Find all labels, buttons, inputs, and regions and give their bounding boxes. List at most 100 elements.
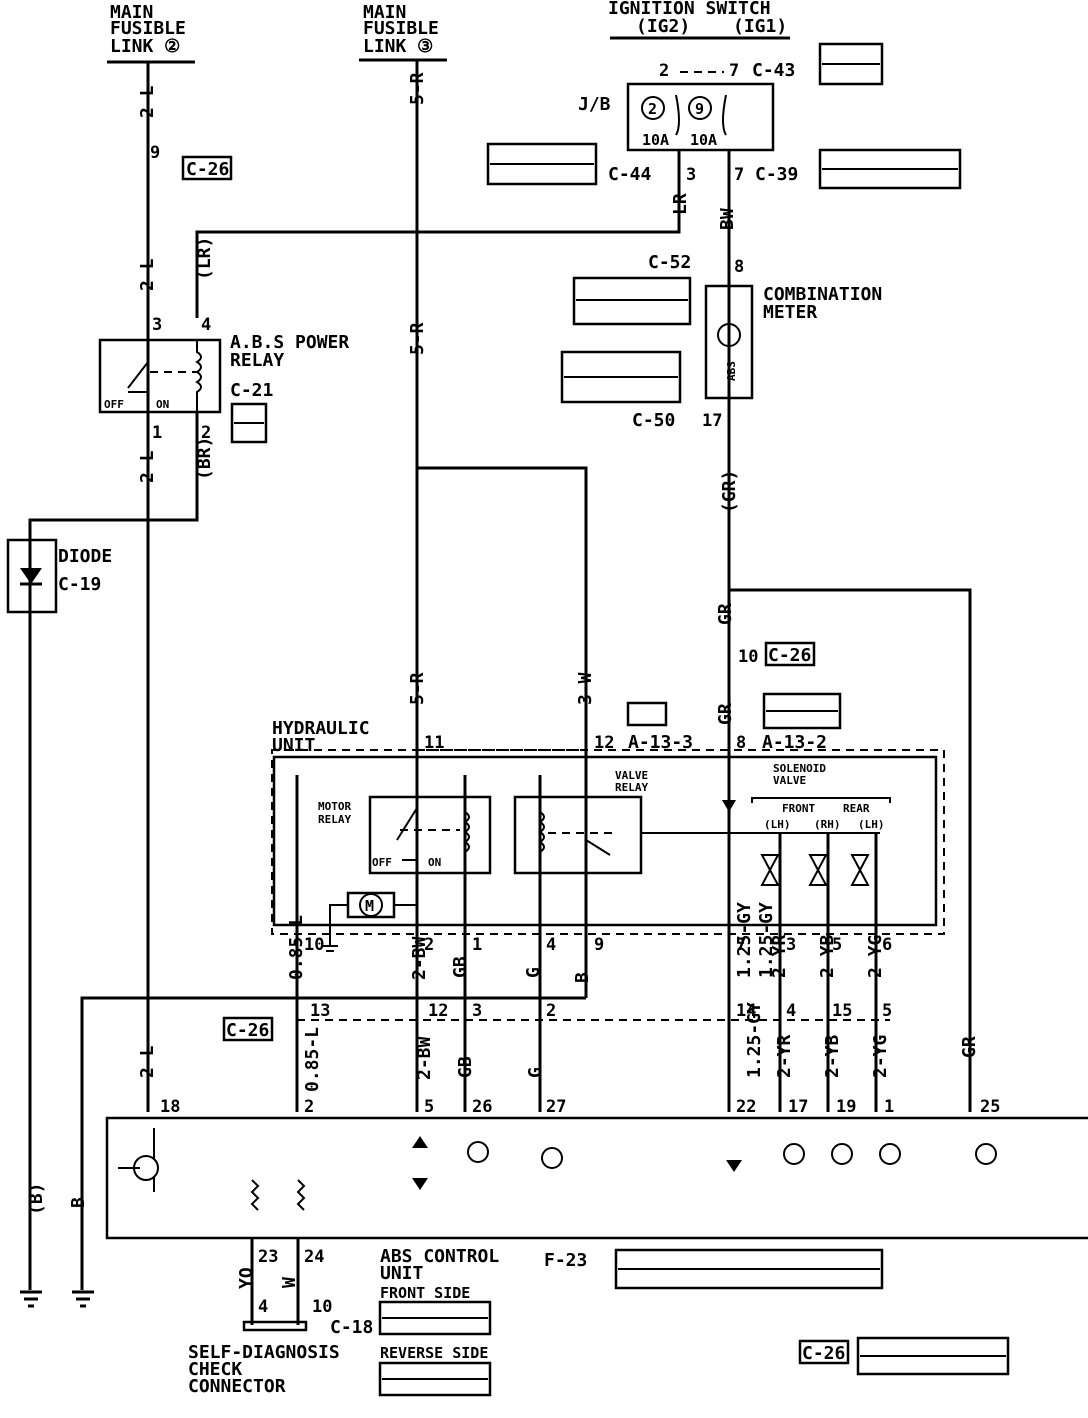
wire-BR [28,412,199,1290]
valve-front-rh [808,854,828,886]
wire-label-2BW-b: 2-BW [414,1036,435,1080]
ecu-pin-24: 24 [304,1247,324,1267]
motor-relay-on: ON [428,856,441,869]
wire-B [80,996,586,1290]
ground-left-1 [20,1290,42,1308]
pump-motor: M [329,891,417,945]
diag-pin-10: 10 [312,1297,332,1317]
valve-relay-box [513,795,643,875]
wire-label-2L-top: 2-L [137,85,158,118]
relay-pin-1: 1 [152,423,162,443]
rear-lh-label: (LH) [858,818,885,831]
ig2-label: (IG2) [636,16,690,37]
wire-label-125GY-b: 1.25-GY [756,902,777,978]
solenoid-line2: VALVE [773,774,806,787]
ecu-transistor [118,1128,159,1192]
reverse-side-label: REVERSE SIDE [380,1344,488,1362]
motor-relay-box [368,795,492,875]
conn-c52: C-52 [648,252,691,273]
wire-label-2YB-a: 2-YB [817,934,838,978]
ground-hydraulic [322,945,338,952]
mfl2-line1: MAIN [110,2,153,23]
solenoid-line1: SOLENOID [773,762,826,775]
ecu-pin-19: 19 [836,1097,856,1117]
meter-pin-17: 17 [702,411,722,431]
front-side-pinout [378,1300,492,1336]
svg-text:C-26: C-26 [802,1343,845,1364]
connector-c26-tag-mid: C-26 [764,641,816,667]
wire-label-2BW-a: 2-BW [409,936,430,980]
diag-pin-4: 4 [258,1297,268,1317]
wire-label-GB-b: GB [455,1056,476,1078]
wire-label-GR-paren: (GR) [719,470,740,513]
conn-a13-3: A-13-3 [628,732,693,753]
jb-pin-3: 3 [686,165,696,185]
mid-pin-4: 4 [786,1001,796,1021]
motor-relay-off: OFF [372,856,392,869]
ecu-pin-25: 25 [980,1097,1000,1117]
ecu-line2: UNIT [380,1263,424,1284]
connector-c26-pinout [856,1336,1010,1376]
connector-f23-pinout [614,1248,884,1290]
conn-c21: C-21 [230,380,273,401]
mfl2-line3: LINK ② [110,36,180,57]
diag-line3: CONNECTOR [188,1376,286,1397]
ecu-pin-2: 2 [304,1097,314,1117]
wire-label-BW: BW [717,208,738,230]
connector-c43-pinout [818,42,884,86]
wire-label-GR-right: GR [959,1036,980,1058]
mfl3-line3: LINK ③ [363,36,433,57]
ecu-pin-23: 23 [258,1247,278,1267]
mid-pin-13: 13 [310,1001,330,1021]
switch-pin-2: 2 [659,61,669,81]
motor-label: M [365,897,374,915]
conn-c18: C-18 [330,1317,373,1338]
wire-label-W: W [279,1277,300,1288]
valve-relay: VALVE RELAY [513,769,648,875]
meter-abs-label: ABS [725,361,738,381]
fuse-left-rating: 10A [642,131,669,149]
valve-relay-line1: VALVE [615,769,648,782]
wire-label-B: B [572,972,593,983]
mfl2-line2: FUSIBLE [110,18,186,39]
wire-label-B-left: B [68,1197,89,1208]
relay-pin-4: 4 [201,315,211,335]
mid-pin-12: 12 [428,1001,448,1021]
hyd-pin-10: 10 [304,935,324,955]
wire-label-085L-b: 0.85-L [302,1027,323,1092]
conn-c44: C-44 [608,164,652,185]
ecu-pin-27: 27 [546,1097,566,1117]
wire-label-125GY-a: 1.25-GY [734,902,755,978]
conn-c43: C-43 [752,60,795,81]
mid-pin-3: 3 [472,1001,482,1021]
front-side-label: FRONT SIDE [380,1284,470,1302]
front-lh-label: (LH) [764,818,791,831]
motor-relay: MOTOR RELAY OFF ON [318,795,492,875]
main-fusible-link-3: MAIN FUSIBLE LINK ③ [359,2,447,62]
wire-label-5R-top: 5-R [407,72,428,105]
abs-control-unit-box [105,1116,1088,1240]
connector-c39-pinout [818,148,962,190]
relay-pin-3: 3 [152,315,162,335]
mid-pin-2: 2 [546,1001,556,1021]
front-label: FRONT [782,802,815,815]
diode-box [6,538,58,614]
valve-front-lh [760,854,780,886]
valve-rear-lh [850,854,870,886]
wire-label-2YR-a: 2-YR [769,934,790,978]
pin-fl2-9: 9 [150,143,160,163]
ig1-label: (IG1) [733,16,787,37]
wire-LR [195,150,681,318]
motor-relay-line1: MOTOR [318,800,351,813]
fuse-9-circle [688,96,712,120]
conn-f23: F-23 [544,1250,587,1271]
hyd-pin-12: 12 [594,733,614,753]
hyd-pin-5: 5 [832,935,842,955]
mfl3-line1: MAIN [363,2,406,23]
mid-pin-15: 15 [832,1001,852,1021]
connector-a13-3-pinout [626,701,668,727]
hyd-pin-7: 7 [736,935,746,955]
wire-label-2YB-b: 2-YB [822,1034,843,1078]
fuse-right-rating: 10A [690,131,717,149]
